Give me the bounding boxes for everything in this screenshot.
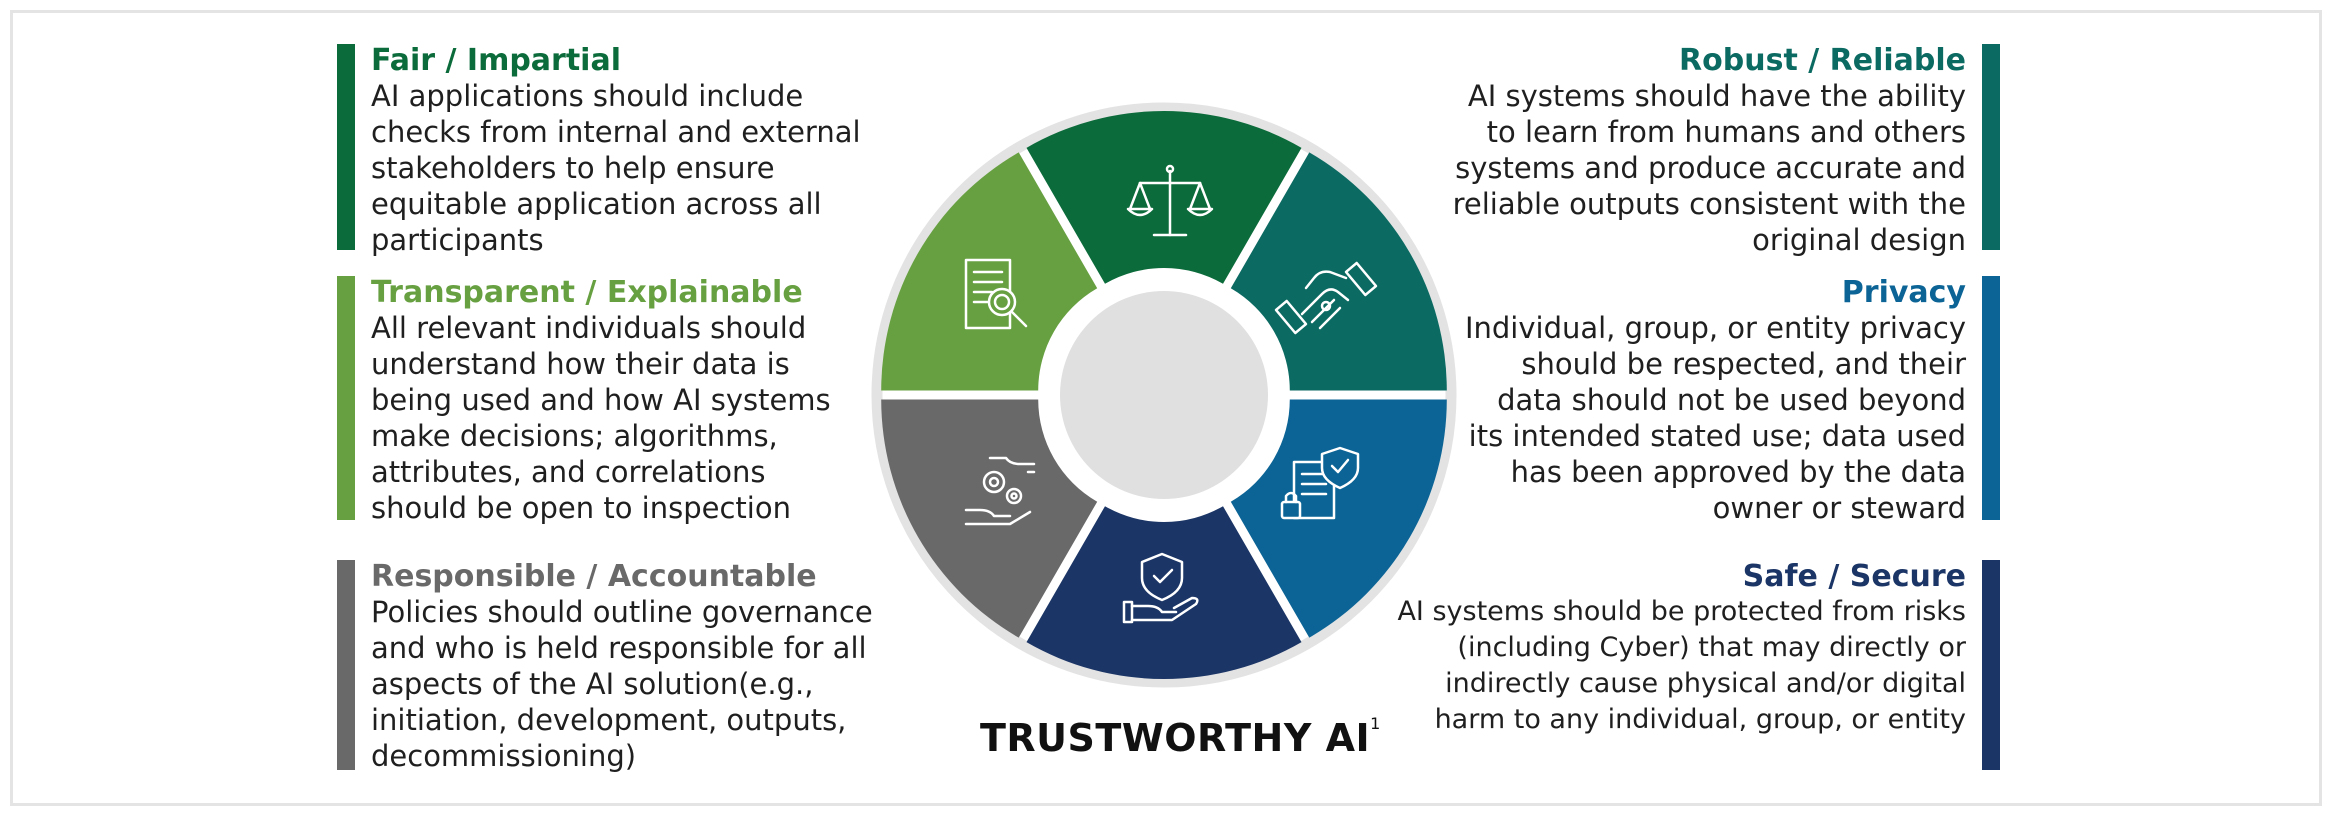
privacy-accent-bar [1982, 276, 2000, 520]
fair-line-5: participants [371, 223, 544, 257]
transparent-accent-bar [337, 276, 355, 520]
robust-line-2: to learn from humans and others [1486, 115, 1966, 149]
transparent-line-4: make decisions; algorithms, [371, 419, 778, 453]
diagram-frame [10, 10, 2322, 806]
transparent-line-6: should be open to inspection [371, 491, 791, 525]
transparent-line-5: attributes, and correlations [371, 455, 766, 489]
privacy-line-5: has been approved by the data [1510, 455, 1966, 489]
fair-line-4: equitable application across all [371, 187, 822, 221]
responsible-line-1: Policies should outline governance [371, 595, 873, 629]
privacy-line-3: data should not be used beyond [1497, 383, 1966, 417]
secure-document-icon [1280, 446, 1360, 520]
privacy-line-6: owner or steward [1712, 491, 1966, 525]
robust-line-5: original design [1752, 223, 1966, 257]
transparent-line-2: understand how their data is [371, 347, 790, 381]
safe-block: Safe / Secure AI systems should be prote… [1397, 560, 2000, 770]
transparent-title: Transparent / Explainable [371, 275, 803, 310]
main-title: TRUSTWORTHY AI1 [980, 714, 1381, 760]
shield-hand-icon [1122, 552, 1199, 624]
responsible-line-4: initiation, development, outputs, [371, 703, 847, 737]
wheel-segment-privacy [1230, 399, 1447, 638]
responsible-line-2: and who is held responsible for all [371, 631, 867, 665]
handshake-icon [1274, 261, 1378, 335]
safe-line-4: harm to any individual, group, or entity [1434, 704, 1966, 735]
responsible-line-5: decommissioning) [371, 739, 637, 773]
transparent-block: Transparent / Explainable All relevant i… [337, 275, 897, 525]
safe-line-2: (including Cyber) that may directly or [1457, 632, 1966, 663]
safe-line-1: AI systems should be protected from risk… [1397, 596, 1966, 627]
wheel-segment-fair [1026, 110, 1302, 284]
robust-line-4: reliable outputs consistent with the [1452, 187, 1966, 221]
robust-block: Robust / Reliable AI systems should have… [1440, 43, 2000, 257]
robust-title: Robust / Reliable [1679, 43, 1966, 78]
wheel-hub [1060, 291, 1268, 499]
robust-accent-bar [1982, 44, 2000, 250]
privacy-line-4: its intended stated use; data used [1468, 419, 1966, 453]
responsible-title: Responsible / Accountable [371, 559, 817, 594]
document-magnifier-icon [964, 258, 1028, 330]
privacy-line-1: Individual, group, or entity privacy [1464, 311, 1966, 345]
fair-title: Fair / Impartial [371, 43, 621, 78]
privacy-line-2: should be respected, and their [1521, 347, 1966, 381]
footnote-marker: 1 [1370, 714, 1381, 733]
responsible-block: Responsible / Accountable Policies shoul… [337, 559, 897, 773]
fair-block: Fair / Impartial AI applications should … [337, 43, 897, 257]
safe-accent-bar [1982, 560, 2000, 770]
fair-line-3: stakeholders to help ensure [371, 151, 775, 185]
fair-line-2: checks from internal and external [371, 115, 861, 149]
robust-line-3: systems and produce accurate and [1455, 151, 1966, 185]
scales-icon [1126, 164, 1214, 237]
wheel-segment-responsible [881, 399, 1098, 638]
privacy-block: Privacy Individual, group, or entity pri… [1440, 275, 2000, 525]
transparent-line-1: All relevant individuals should [371, 311, 807, 345]
responsible-accent-bar [337, 560, 355, 770]
wheel-segment-safe [1026, 506, 1302, 679]
safe-title: Safe / Secure [1742, 559, 1966, 594]
transparent-line-3: being used and how AI systems [371, 383, 831, 417]
privacy-title: Privacy [1841, 275, 1966, 310]
safe-line-3: indirectly cause physical and/or digital [1445, 668, 1966, 699]
robust-line-1: AI systems should have the ability [1467, 79, 1966, 113]
fair-line-1: AI applications should include [371, 79, 804, 113]
fair-accent-bar [337, 44, 355, 250]
main-title-text: TRUSTWORTHY AI [980, 716, 1371, 760]
gears-hands-icon [964, 456, 1036, 526]
responsible-line-3: aspects of the AI solution(e.g., [371, 667, 814, 701]
wheel-segment-robust [1230, 152, 1447, 391]
